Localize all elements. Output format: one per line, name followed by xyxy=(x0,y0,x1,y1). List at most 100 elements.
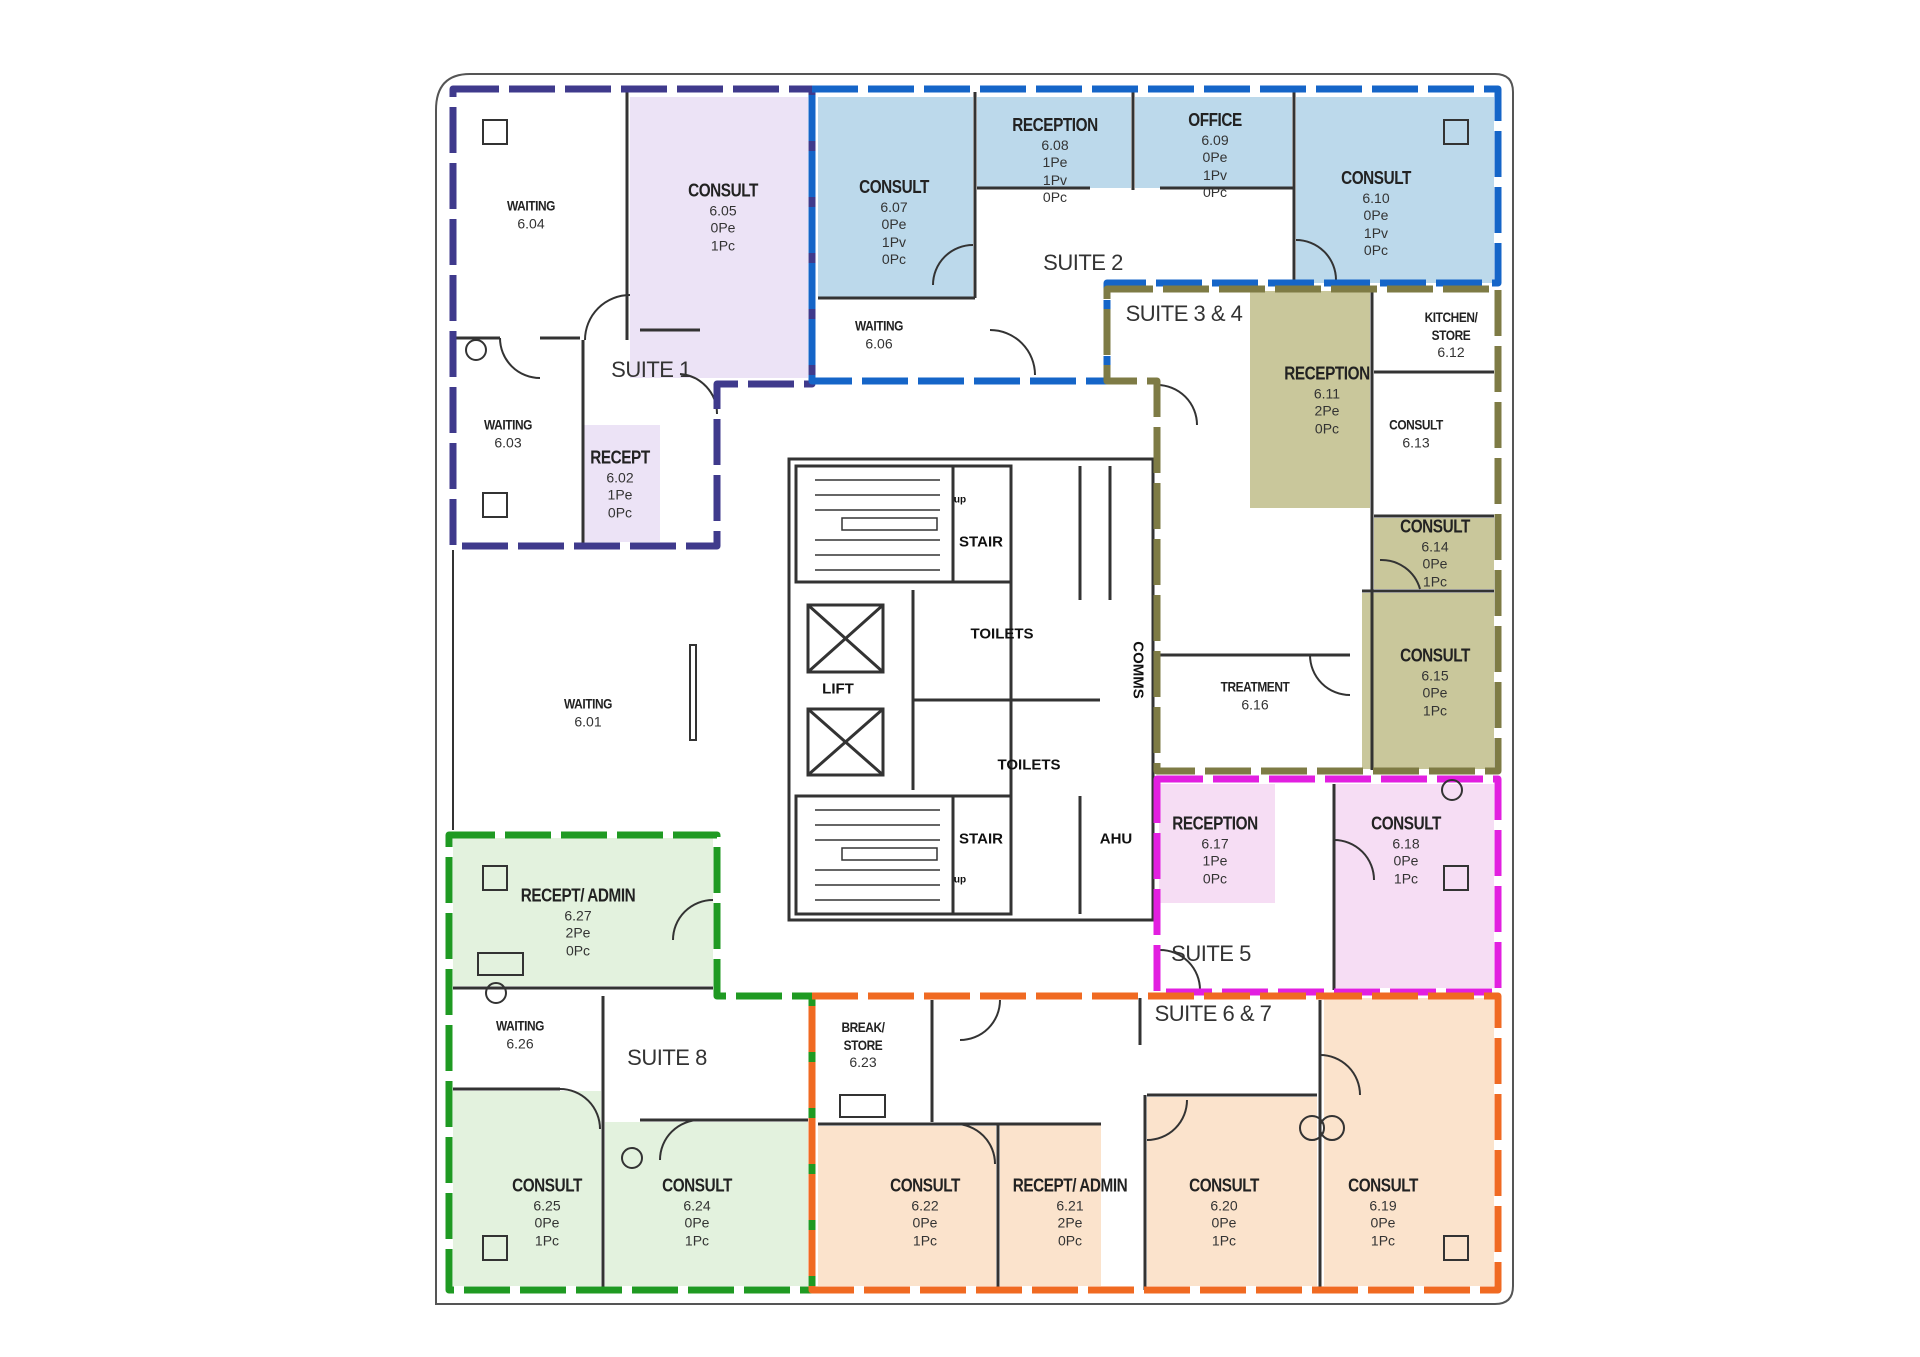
suite-34-boundary xyxy=(1103,285,1502,775)
suite-2-boundary xyxy=(808,85,1502,385)
room-stat: 1Pc xyxy=(912,1232,938,1248)
room-number: 6.13 xyxy=(1402,434,1430,450)
room-name: CONSULT xyxy=(1341,167,1411,188)
room-stat: 0Pc xyxy=(881,250,907,267)
basin-icon xyxy=(1299,1115,1325,1141)
room-number: 6.02 xyxy=(606,469,634,485)
room-stat: 0Pe xyxy=(684,1214,710,1231)
room-name: RECEPTION xyxy=(1172,813,1258,834)
fill-6-17 xyxy=(1159,784,1275,903)
basin-icon xyxy=(1319,1115,1345,1141)
fill-6-11 xyxy=(1250,291,1370,508)
room-name: CONSULT xyxy=(1400,645,1470,666)
room-number: 6.01 xyxy=(574,713,602,729)
room-stat: 0Pc xyxy=(1202,183,1228,200)
room-stat: 0Pe xyxy=(1211,1214,1237,1231)
sink-icon xyxy=(839,1094,886,1118)
suite-2-label: SUITE 2 xyxy=(1043,250,1123,275)
fill-6-10 xyxy=(1296,97,1494,283)
room-stat: 1Pc xyxy=(534,1232,560,1248)
room-stat: 1Pc xyxy=(1422,573,1448,589)
room-number: 6.19 xyxy=(1369,1197,1397,1213)
room-stat: 1Pc xyxy=(1393,870,1419,886)
room-stat: 0Pc xyxy=(607,504,633,520)
suite-67-label: SUITE 6 & 7 xyxy=(1154,1001,1272,1026)
sink-icon xyxy=(477,952,524,976)
column-icon xyxy=(1443,119,1469,145)
room-stat: 1Pv xyxy=(1202,166,1228,183)
room-stat: 2Pe xyxy=(1057,1214,1083,1231)
room-stat: 0Pe xyxy=(534,1214,560,1231)
room-stat: 1Pe xyxy=(607,486,633,503)
room-name: CONSULT xyxy=(1189,1175,1259,1196)
room-name: WAITING xyxy=(507,197,555,214)
column-icon xyxy=(1443,1235,1469,1261)
room-stat: 1Pv xyxy=(1363,224,1389,241)
basin-icon xyxy=(621,1147,643,1169)
room-number: 6.07 xyxy=(880,198,908,215)
suite-boundaries xyxy=(445,85,1502,1294)
room-name: RECEPT xyxy=(590,447,650,468)
room-name: WAITING xyxy=(484,416,532,433)
column-icon xyxy=(482,865,508,891)
room-fills xyxy=(453,97,1494,1286)
lift-label: LIFT xyxy=(822,680,854,698)
lift-car-1 xyxy=(806,603,885,674)
room-stat: 0Pc xyxy=(565,942,591,958)
room-stat: 0Pe xyxy=(881,215,907,232)
room-number: 6.14 xyxy=(1421,538,1449,554)
room-name: WAITING xyxy=(496,1017,544,1034)
fill-6-08 xyxy=(977,97,1131,188)
room-stat: 1Pc xyxy=(1211,1232,1237,1248)
basin-icon xyxy=(465,339,487,361)
fill-6-09 xyxy=(1135,97,1292,188)
ahu-label: AHU xyxy=(1099,830,1133,848)
toilets-upper-label: TOILETS xyxy=(970,625,1034,643)
fill-6-14 xyxy=(1374,518,1494,589)
stair-treads-upper xyxy=(815,479,940,571)
room-number: 6.23 xyxy=(849,1053,877,1070)
room-name: CONSULT xyxy=(512,1175,582,1196)
column-icon xyxy=(1443,865,1469,891)
basin-icon xyxy=(485,982,507,1004)
room-name: RECEPT/ ADMIN xyxy=(520,885,636,906)
lift-car-2 xyxy=(806,707,885,777)
room-number: 6.16 xyxy=(1241,696,1269,712)
room-name: CONSULT xyxy=(859,176,929,197)
room-number: 6.22 xyxy=(911,1197,939,1213)
door-swings xyxy=(499,239,1421,1165)
fill-6-21 xyxy=(1000,1124,1101,1286)
room-stat: 0Pc xyxy=(1202,870,1228,886)
room-name: CONSULT xyxy=(1400,516,1470,537)
fill-6-07 xyxy=(818,97,973,298)
room-stat: 0Pe xyxy=(1393,852,1419,869)
room-name: CONSULT xyxy=(890,1175,960,1196)
suite-5-boundary xyxy=(1153,775,1502,996)
stair-treads-lower xyxy=(815,809,940,901)
interior-walls xyxy=(453,92,1494,1290)
stair-upper-label: STAIR xyxy=(959,533,1003,551)
room-number: 6.26 xyxy=(506,1035,534,1051)
column-icon xyxy=(482,492,508,518)
room-number: 6.06 xyxy=(865,335,893,351)
fill-6-27 xyxy=(453,838,713,986)
room-stat: 1Pc xyxy=(710,237,736,253)
room-name: OFFICE xyxy=(1188,109,1242,130)
room-stat: 0Pe xyxy=(1370,1214,1396,1231)
